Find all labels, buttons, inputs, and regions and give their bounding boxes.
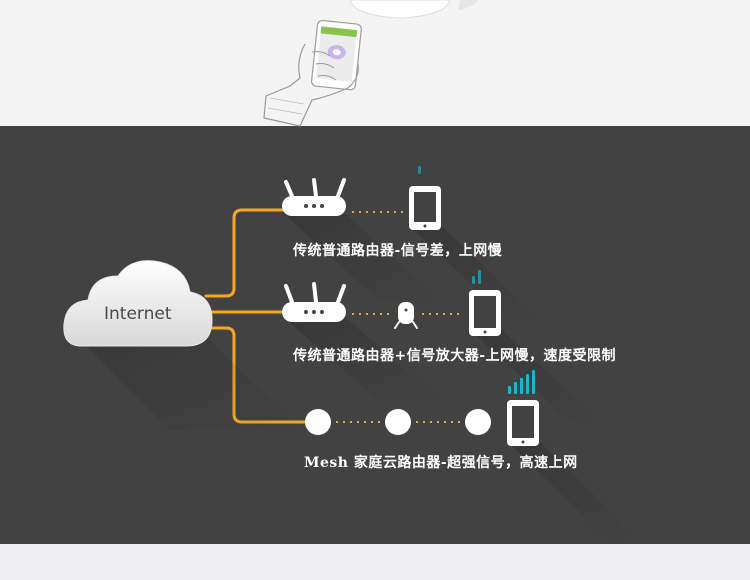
mesh-node-icon bbox=[385, 409, 411, 435]
signal-bars-icon bbox=[418, 166, 421, 174]
scenario-2-caption: 传统普通路由器+信号放大器-上网慢，速度受限制 bbox=[293, 348, 617, 364]
long-shadows bbox=[70, 214, 640, 540]
scenario-1 bbox=[282, 166, 441, 230]
phone-icon bbox=[469, 290, 501, 336]
scenario-1-caption: 传统普通路由器-信号差，上网慢 bbox=[293, 243, 503, 259]
scenario-3-caption: Mesh 家庭云路由器-超强信号，高速上网 bbox=[304, 455, 578, 471]
signal-bars-icon bbox=[508, 370, 535, 394]
mesh-node-icon bbox=[305, 409, 331, 435]
signal-extender-icon bbox=[394, 302, 418, 329]
phone-icon bbox=[507, 400, 539, 446]
mesh-node-icon bbox=[465, 409, 491, 435]
connector-to-router-1 bbox=[204, 208, 288, 298]
phone-icon bbox=[409, 186, 441, 230]
scenario-2 bbox=[282, 270, 501, 336]
signal-bars-icon bbox=[472, 270, 481, 284]
internet-label: Internet bbox=[104, 304, 172, 324]
hand-holding-phone-illustration bbox=[263, 0, 478, 127]
router-icon bbox=[282, 282, 346, 322]
bottom-band bbox=[0, 544, 750, 580]
scenario-3 bbox=[305, 370, 539, 446]
cloud-icon bbox=[63, 260, 213, 347]
router-icon bbox=[282, 178, 346, 216]
top-illustration-area bbox=[0, 0, 750, 126]
